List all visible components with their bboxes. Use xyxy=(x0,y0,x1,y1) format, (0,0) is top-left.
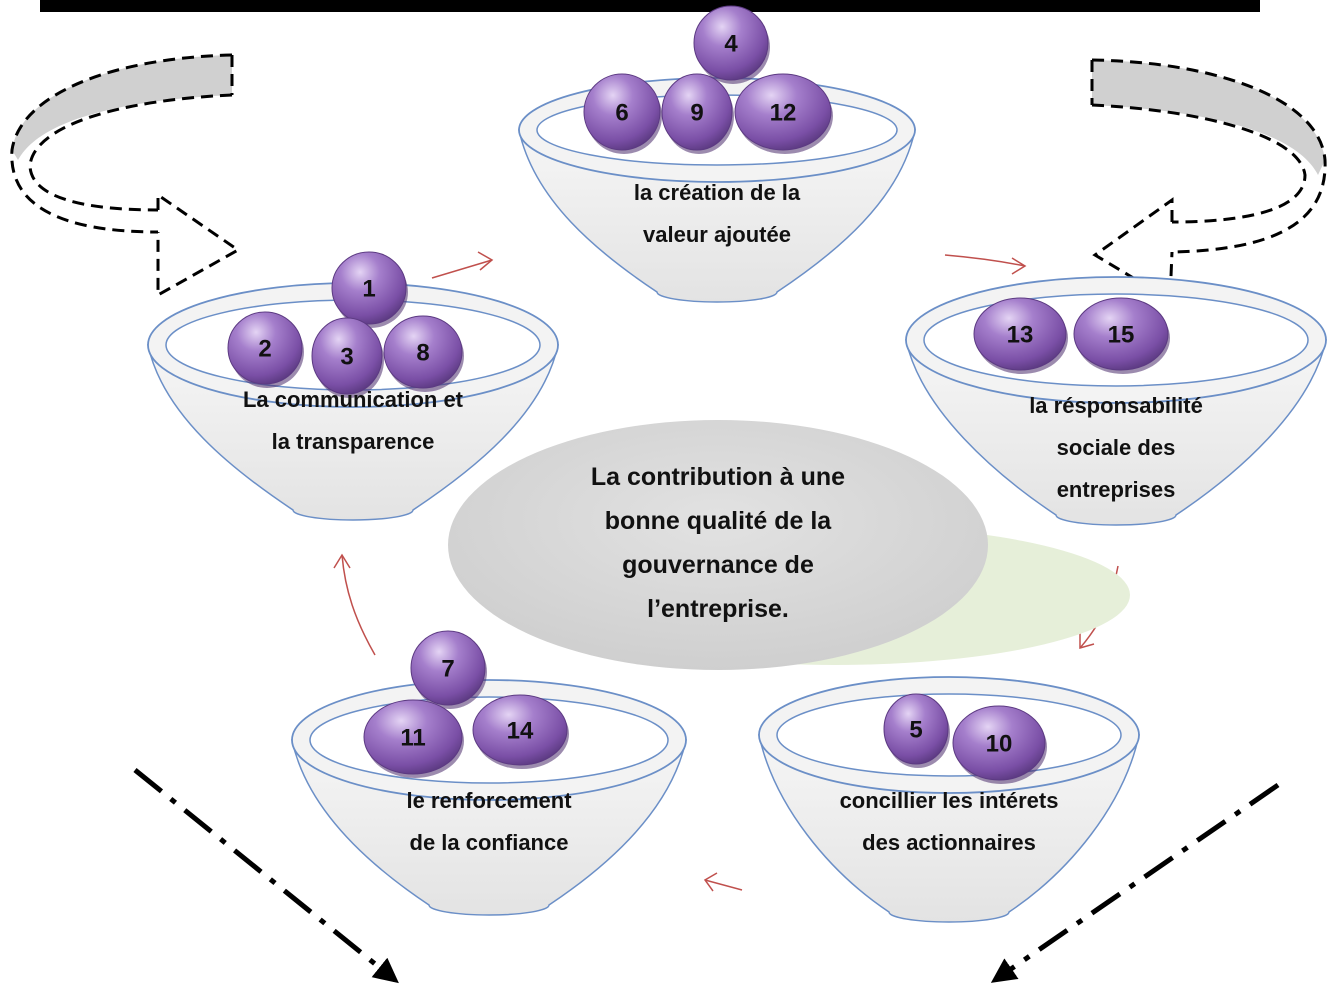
ball-number: 2 xyxy=(258,335,271,362)
bottom-left-arrow xyxy=(133,768,399,984)
ball-number: 7 xyxy=(441,655,454,682)
ball-2: 2 xyxy=(227,311,304,388)
funnel-label-line: entreprises xyxy=(1057,477,1176,502)
ball-5: 5 xyxy=(883,693,950,768)
ball-number: 1 xyxy=(362,275,375,302)
flow-arrow-2 xyxy=(944,254,1027,275)
funnel-label-line: La communication et xyxy=(243,387,464,412)
center-line-2: bonne qualité de la xyxy=(605,507,833,535)
ball-number: 15 xyxy=(1108,321,1135,348)
ball-8: 8 xyxy=(383,315,464,392)
funnel-creation: 4 6 9 12 la création de la valeur ajoutée xyxy=(518,5,916,303)
center-line-1: La contribution à une xyxy=(591,463,845,491)
funnel-label-line: le renforcement xyxy=(406,788,572,813)
ball-15: 15 xyxy=(1073,297,1170,374)
ball-number: 8 xyxy=(416,339,429,366)
funnel-confiance: 7 11 14 le renforcement de la confiance xyxy=(291,630,687,916)
flow-arrow-5 xyxy=(333,553,376,656)
ball-number: 6 xyxy=(615,99,628,126)
flow-arrow-1 xyxy=(431,251,494,279)
ball-10: 10 xyxy=(952,705,1047,784)
top-bar xyxy=(40,0,1260,12)
ball-11: 11 xyxy=(363,699,464,778)
ball-7: 7 xyxy=(410,630,487,709)
ball-number: 5 xyxy=(909,716,922,743)
funnel-label-line: des actionnaires xyxy=(862,830,1036,855)
ball-number: 4 xyxy=(724,30,738,57)
center-line-3: gouvernance de xyxy=(622,551,814,579)
ball-9: 9 xyxy=(661,73,734,154)
funnel-label-line: sociale des xyxy=(1057,435,1176,460)
funnel-label-line: de la confiance xyxy=(410,830,569,855)
ball-number: 11 xyxy=(400,724,425,751)
ball-14: 14 xyxy=(472,694,569,769)
funnel-communication: 1 2 3 8 La communication et la transparence xyxy=(147,251,559,521)
funnel-label-line: la transparence xyxy=(272,429,435,454)
ball-number: 9 xyxy=(690,99,703,126)
ball-3: 3 xyxy=(311,317,384,398)
funnel-label-line: valeur ajoutée xyxy=(643,222,791,247)
bottom-right-arrow xyxy=(990,782,1280,983)
ball-4: 4 xyxy=(693,5,770,84)
funnel-responsabilite: 13 15 la résponsabilité sociale des entrepri… xyxy=(905,276,1327,526)
ball-number: 3 xyxy=(340,343,353,370)
funnel-interets: 5 10 concillier les intérets des actionnair… xyxy=(758,676,1140,923)
center-ellipse xyxy=(448,420,988,670)
funnel-label-line: la résponsabilité xyxy=(1029,393,1203,418)
funnel-label-line: concillier les intérets xyxy=(840,788,1059,813)
ball-number: 14 xyxy=(507,717,534,744)
center-line-4: l’entreprise. xyxy=(647,595,789,623)
ball-6: 6 xyxy=(583,73,662,154)
left-curved-arrow xyxy=(10,53,241,298)
ball-13: 13 xyxy=(973,297,1068,374)
ball-12: 12 xyxy=(734,73,833,154)
ball-1: 1 xyxy=(331,251,408,328)
ball-number: 12 xyxy=(770,99,797,126)
center-text: La contribution à une bonne qualité de l… xyxy=(591,463,845,623)
flow-arrow-4 xyxy=(703,872,743,892)
right-curved-arrow xyxy=(1090,58,1327,303)
funnel-label-line: la création de la xyxy=(634,180,801,205)
ball-number: 10 xyxy=(986,730,1013,757)
ball-number: 13 xyxy=(1007,321,1034,348)
